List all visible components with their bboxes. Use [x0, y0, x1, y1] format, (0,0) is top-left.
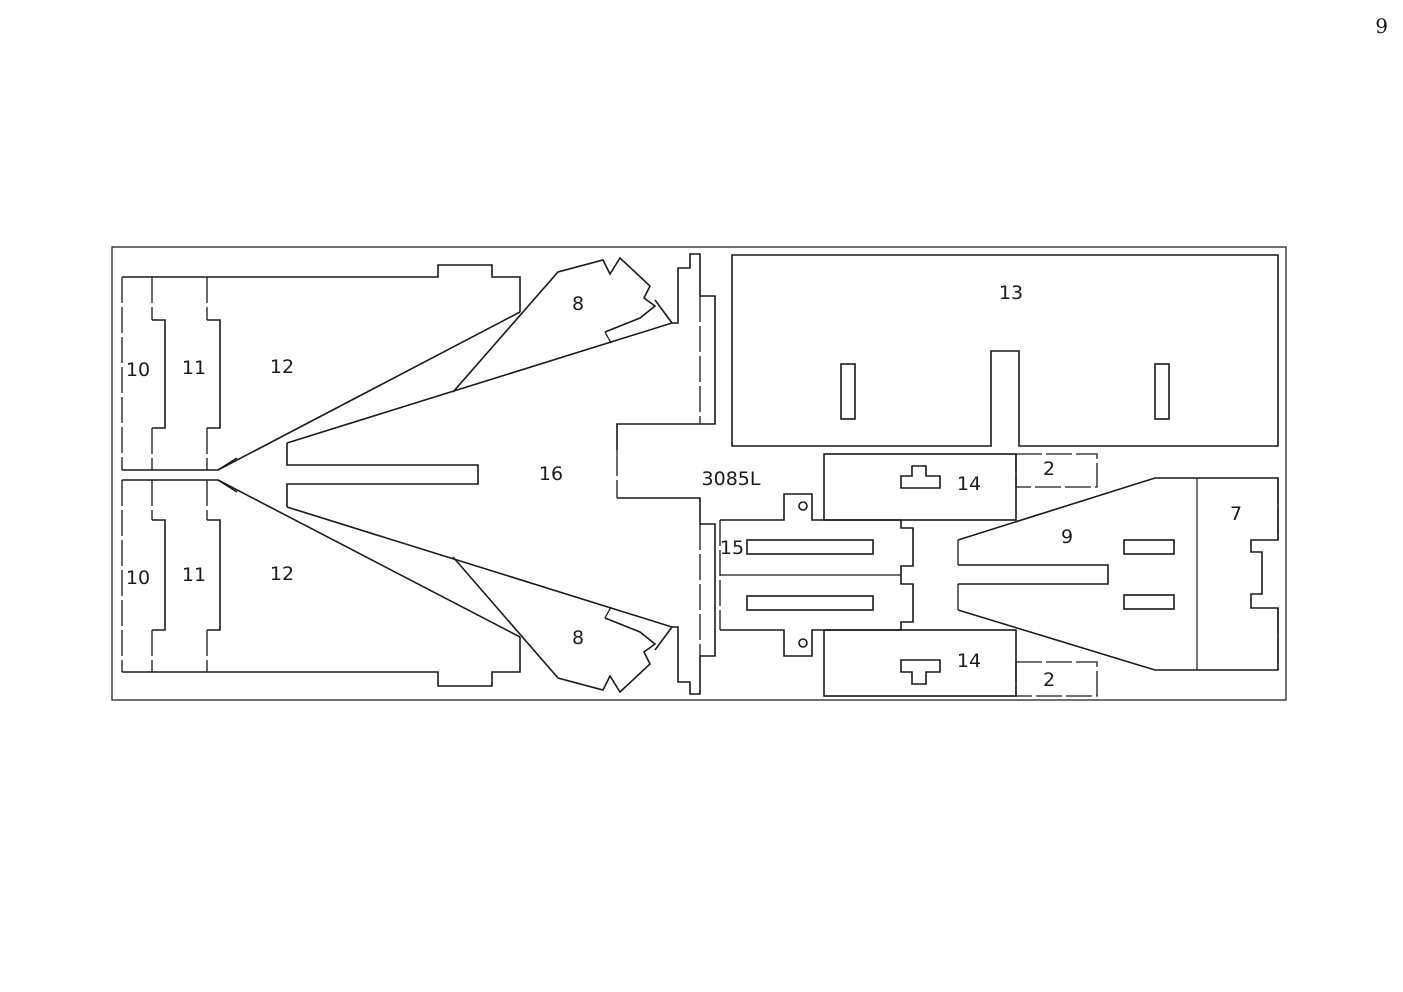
label-part-2-top: 2: [1043, 458, 1055, 480]
label-part-8-bottom: 8: [572, 627, 584, 649]
label-part-8-top: 8: [572, 293, 584, 315]
parts-9-7-group: [957, 477, 1279, 671]
part-2-bottom-outline: [1015, 661, 1098, 697]
part-12-bottom-diagonal: [217, 479, 521, 638]
page-number: 9: [1375, 14, 1388, 38]
part-14-bottom-tab: [900, 659, 941, 685]
label-part-12-top: 12: [270, 356, 294, 378]
label-part-10-top: 10: [126, 359, 150, 381]
part-13-slot-left: [840, 363, 856, 420]
fuselage-group: [121, 253, 716, 695]
part-16-top-edge: [286, 299, 674, 444]
tab-11-12-bottom: [207, 519, 221, 631]
label-part-7: 7: [1230, 503, 1242, 525]
label-part-14-bottom: 14: [957, 650, 981, 672]
part-15-slot-bottom: [746, 595, 874, 611]
part-9-slot-upper: [1123, 539, 1175, 555]
part-13-outline: [731, 254, 1279, 447]
part-9-slot: [958, 564, 1109, 585]
label-part-2-bottom: 2: [1043, 669, 1055, 691]
part-15-slot-top: [746, 539, 874, 555]
part-16-spine: [616, 253, 716, 450]
label-part-10-bottom: 10: [126, 567, 150, 589]
tab-11-12-top: [207, 319, 221, 429]
parts-14-15-group: [719, 453, 1098, 697]
label-sheet-code: 3085L: [702, 468, 761, 490]
part-9-slot-lower: [1123, 594, 1175, 610]
part-12-top-outline: [122, 264, 521, 312]
label-part-14-top: 14: [957, 473, 981, 495]
label-part-11-bottom: 11: [182, 564, 206, 586]
part-8-top-fold: [604, 331, 612, 344]
sheet-border: [111, 246, 1287, 701]
part-12-top-diagonal: [217, 311, 521, 471]
part-14-bottom-outline: [823, 629, 1017, 697]
part-16-bottom-edge: [286, 506, 674, 651]
part-8-top-outline: [452, 256, 657, 393]
part-14-top-tab: [900, 465, 941, 489]
part-13-group: [731, 254, 1279, 447]
label-part-11-top: 11: [182, 357, 206, 379]
part-8-bottom-fold: [604, 606, 612, 619]
part-16-spine-lower: [617, 497, 716, 695]
part-14-top-outline: [823, 453, 1017, 521]
label-part-16: 16: [539, 463, 563, 485]
part-15-hole-top: [798, 501, 808, 511]
part-15-hole-bottom: [798, 638, 808, 648]
part-16-slot: [286, 443, 479, 507]
part-13-slot-right: [1154, 363, 1170, 420]
label-part-9: 9: [1061, 526, 1073, 548]
part-12-bottom-outline: [122, 637, 521, 687]
label-part-15: 15: [720, 537, 744, 559]
tab-10-11-bottom: [152, 519, 166, 631]
label-part-12-bottom: 12: [270, 563, 294, 585]
part-8-bottom-outline: [452, 556, 657, 694]
label-part-13: 13: [999, 282, 1023, 304]
tab-10-11-top: [152, 319, 166, 429]
part-2-top-outline: [1015, 453, 1098, 488]
